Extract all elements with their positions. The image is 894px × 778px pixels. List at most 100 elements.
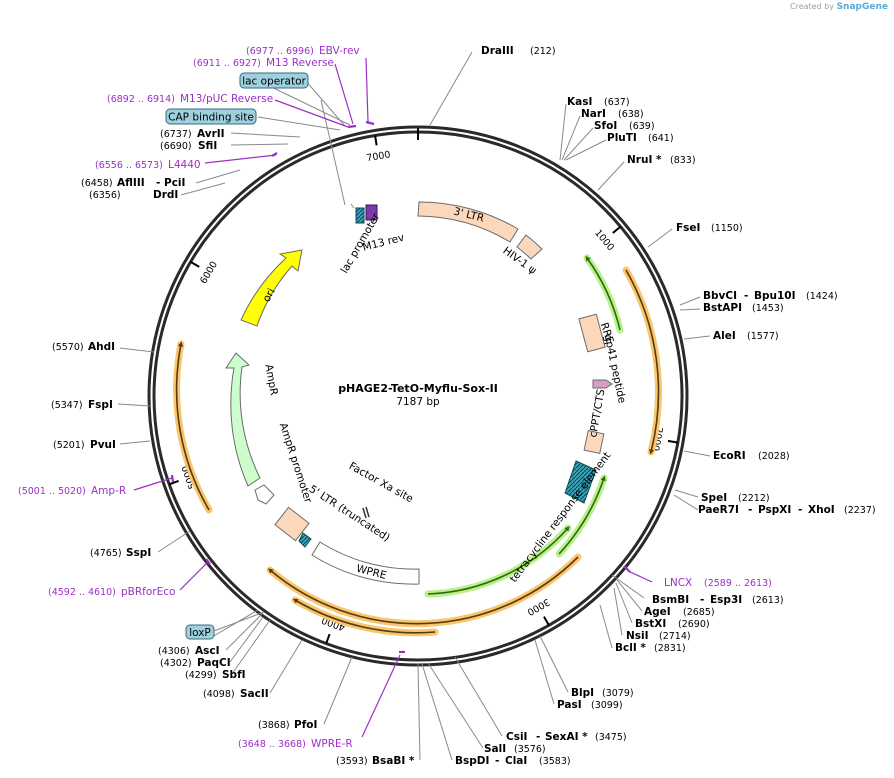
enzyme-alei: AleI <box>713 330 736 342</box>
ltr5-feature <box>274 506 310 542</box>
primer-ampr-pos: (5001 .. 5020) <box>18 486 86 497</box>
enzyme-bspdi-sep: - <box>495 755 499 767</box>
enzyme-sspi: SspI <box>126 547 151 559</box>
enzyme-csii-pos: (3475) <box>595 732 627 743</box>
primer-l4440-name: L4440 <box>168 159 201 171</box>
primer-ebv-name: EBV-rev <box>319 45 360 57</box>
enzyme-bstxi: BstXI <box>635 618 666 630</box>
plasmid-size: 7187 bp <box>396 396 440 408</box>
enzyme-sfoi-pos: (639) <box>629 121 655 132</box>
enzyme-csii: CsiI <box>506 731 527 743</box>
enzyme-sfoi: SfoI <box>594 120 617 132</box>
enzyme-alei-pos: (1577) <box>747 331 779 342</box>
enzyme-sacii-pos: (4098) <box>203 689 235 700</box>
lac-operator-box: lac operator <box>239 72 309 89</box>
enzyme-paer7i: PaeR7I <box>698 504 739 516</box>
ltr5-label: 5' LTR (truncated) <box>307 483 392 544</box>
primer-lncx-pos: (2589 .. 2613) <box>704 578 772 589</box>
enzyme-fsei-pos: (1150) <box>711 223 743 234</box>
plasmid-name: pHAGE2-TetO-Myflu-Sox-II <box>338 382 498 395</box>
primer-m13r-name: M13 Reverse <box>266 57 334 69</box>
lac-operator-label: lac operator <box>242 76 306 88</box>
enzyme-pspxi: PspXI <box>758 504 791 516</box>
primer-m13r-pos: (6911 .. 6927) <box>193 58 261 69</box>
enzyme-paqci-pos: (4302) <box>160 658 192 669</box>
enzyme-drdi-pos: (6356) <box>89 190 121 201</box>
primer-pbr-pos: (4592 .. 4610) <box>48 587 116 598</box>
primer-l4440-pos: (6556 .. 6573) <box>95 160 163 171</box>
enzyme-sali-pos: (3576) <box>514 744 546 755</box>
enzyme-bcli-pos: (2831) <box>654 643 686 654</box>
enzyme-bstapi-pos: (1453) <box>752 303 784 314</box>
tick-mark <box>325 633 331 644</box>
wpre-feature <box>311 541 420 585</box>
enzyme-blpi-pos: (3079) <box>602 688 634 699</box>
enzyme-pfoi: PfoI <box>294 719 317 731</box>
enzyme-pluti: PluTI <box>607 132 637 144</box>
enzyme-bspdi-pos: (3583) <box>539 756 571 767</box>
enzyme-sspi-pos: (4765) <box>90 548 122 559</box>
primer-m13puc-pos: (6892 .. 6914) <box>107 94 175 105</box>
enzyme-avrii-pos: (6737) <box>160 129 192 140</box>
hiv-psi-feature <box>516 234 543 260</box>
enzyme-bspdi: BspDI <box>455 755 489 767</box>
cap-site-box: CAP binding site <box>165 108 257 125</box>
enzyme-bsmbi-pos: (2613) <box>752 595 784 606</box>
credit-prefix: Created by <box>790 2 835 11</box>
enzyme-draiii-pos: (212) <box>530 46 556 57</box>
snapgene-credit: Created by SnapGene <box>790 2 888 12</box>
enzyme-bbvci: BbvCI <box>703 290 737 302</box>
enzyme-nrui-pos: (833) <box>670 155 696 166</box>
enzyme-afliii: AflIII <box>117 177 145 189</box>
primer-marks <box>170 120 631 654</box>
enzyme-pvui-pos: (5201) <box>53 440 85 451</box>
loxp-leader <box>213 611 265 632</box>
primer-wpre-name: WPRE-R <box>311 738 353 750</box>
snapgene-logo: SnapGene <box>836 2 888 12</box>
enzyme-xhoi: XhoI <box>808 504 835 516</box>
green-arcs <box>424 254 624 598</box>
ampr-label: AmpR <box>262 363 279 396</box>
enzyme-pasi-pos: (3099) <box>591 700 623 711</box>
enzyme-paer7i-pos: (2237) <box>844 505 876 516</box>
enzyme-fspi-pos: (5347) <box>51 400 83 411</box>
cppt-label: cPPT/CTS <box>587 388 607 438</box>
enzyme-paer7i-sep2: - <box>798 504 802 516</box>
enzyme-bsmbi: BsmBI <box>652 594 689 606</box>
tick-mark <box>190 260 200 268</box>
tick-mark <box>168 480 179 486</box>
enzyme-nsii-pos: (2714) <box>659 631 691 642</box>
enzyme-agei: AgeI <box>644 606 671 618</box>
enzyme-nari-pos: (638) <box>618 109 644 120</box>
enzyme-blpi: BlpI <box>571 687 594 699</box>
enzyme-paqci: PaqCI <box>197 657 231 669</box>
tre-label: tetracycline response element <box>508 450 614 585</box>
primer-ebv-pos: (6977 .. 6996) <box>246 46 314 57</box>
primer-leaders <box>133 57 653 738</box>
enzyme-csii-sep: - <box>536 731 540 743</box>
primer-labels: (6977 .. 6996) EBV-rev (6911 .. 6927) M1… <box>18 45 772 750</box>
m13rev-feature <box>365 204 378 221</box>
enzyme-bsmbi-sep: - <box>700 594 704 606</box>
enzyme-avrii: AvrII <box>197 128 225 140</box>
tick-mark <box>374 135 378 146</box>
enzyme-agei-pos: (2685) <box>683 607 715 618</box>
enzyme-pasi: PasI <box>557 699 582 711</box>
orf-arcs <box>173 266 662 637</box>
ampr-promoter-feature <box>254 484 275 505</box>
ltr3-feature <box>417 201 519 243</box>
enzyme-spei-pos: (2212) <box>738 493 770 504</box>
tick-label: 3000 <box>525 596 551 618</box>
tick-mark <box>667 439 679 444</box>
enzyme-ecori-pos: (2028) <box>758 451 790 462</box>
rre-feature <box>578 313 606 353</box>
gp41-feature <box>592 379 613 389</box>
enzyme-asci-pos: (4306) <box>158 646 190 657</box>
primer-pbr-name: pBRforEco <box>121 586 175 598</box>
ltr5-cap <box>298 532 312 548</box>
enzyme-sbfi: SbfI <box>222 669 246 681</box>
lac-promoter-feature <box>355 207 365 224</box>
tick-mark <box>612 225 622 234</box>
enzyme-nrui: NruI * <box>627 154 662 166</box>
factorxa-mark <box>362 507 367 519</box>
